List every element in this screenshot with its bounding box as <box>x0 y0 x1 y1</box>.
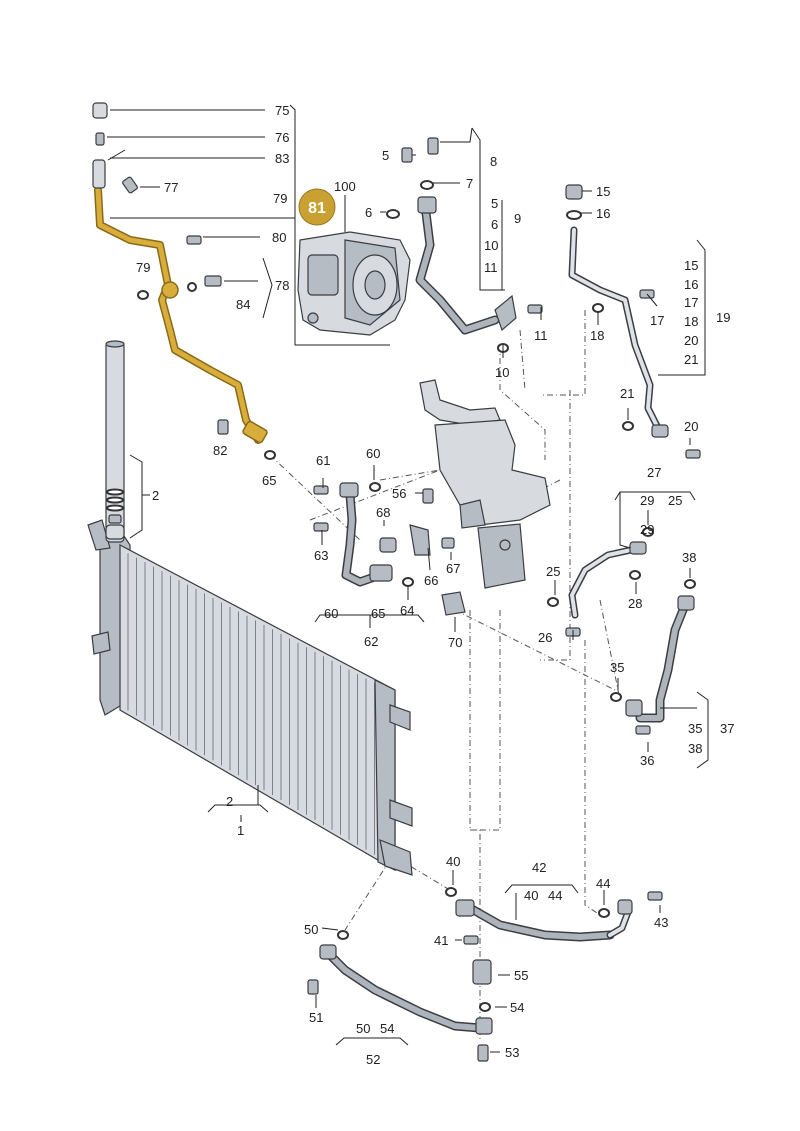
label-15: 15 <box>684 258 698 273</box>
label-6: 6 <box>491 217 498 232</box>
pipe-19 <box>565 184 701 459</box>
label-16: 16 <box>684 277 698 292</box>
label-36: 36 <box>640 753 654 768</box>
valve-block <box>419 379 551 589</box>
label-9: 9 <box>514 211 521 226</box>
assembly-lines <box>269 310 621 1040</box>
label-2: 2 <box>152 488 159 503</box>
label-16: 16 <box>596 206 610 221</box>
label-76: 76 <box>275 130 289 145</box>
receiver-drier <box>105 340 125 543</box>
label-15: 15 <box>596 184 610 199</box>
label-6: 6 <box>365 205 372 220</box>
badge-label: 81 <box>308 200 326 217</box>
label-10: 10 <box>484 238 498 253</box>
label-63: 63 <box>314 548 328 563</box>
label-25: 25 <box>546 564 560 579</box>
label-79: 79 <box>273 191 287 206</box>
label-27: 27 <box>647 465 661 480</box>
label-28: 28 <box>628 596 642 611</box>
label-17: 17 <box>684 295 698 310</box>
label-68: 68 <box>376 505 390 520</box>
label-50: 50 <box>356 1021 370 1036</box>
label-83: 83 <box>275 151 289 166</box>
condenser <box>87 519 413 876</box>
label-26: 26 <box>538 630 552 645</box>
label-65: 65 <box>262 473 276 488</box>
label-66: 66 <box>424 573 438 588</box>
label-77: 77 <box>164 180 178 195</box>
label-29: 29 <box>640 493 654 508</box>
label-43: 43 <box>654 915 668 930</box>
label-20: 20 <box>684 333 698 348</box>
label-56: 56 <box>392 486 406 501</box>
label-21: 21 <box>620 386 634 401</box>
label-38: 38 <box>688 741 702 756</box>
pipe-27 <box>547 527 654 637</box>
label-44: 44 <box>596 876 610 891</box>
label-52: 52 <box>366 1052 380 1067</box>
label-61: 61 <box>316 453 330 468</box>
label-51: 51 <box>309 1010 323 1025</box>
pipe-42 <box>445 887 663 945</box>
leader-lines <box>107 104 709 1053</box>
label-79: 79 <box>136 260 150 275</box>
label-2: 2 <box>226 794 233 809</box>
label-29: 29 <box>640 522 654 537</box>
part-labels: 75 76 83 77 79 100 80 79 78 84 82 65 5 8… <box>136 103 734 1067</box>
label-64: 64 <box>400 603 414 618</box>
label-37: 37 <box>720 721 734 736</box>
label-75: 75 <box>275 103 289 118</box>
hose-9 <box>386 137 543 353</box>
label-82: 82 <box>213 443 227 458</box>
hose-62 <box>313 482 466 616</box>
label-78: 78 <box>275 278 289 293</box>
label-5: 5 <box>491 196 498 211</box>
label-19: 19 <box>716 310 730 325</box>
label-55: 55 <box>514 968 528 983</box>
label-60: 60 <box>366 446 380 461</box>
label-62: 62 <box>364 634 378 649</box>
label-80: 80 <box>272 230 286 245</box>
label-84: 84 <box>236 297 250 312</box>
label-44: 44 <box>548 888 562 903</box>
label-60: 60 <box>324 606 338 621</box>
label-40: 40 <box>446 854 460 869</box>
label-11: 11 <box>484 260 498 275</box>
label-7: 7 <box>466 176 473 191</box>
compressor <box>297 231 411 336</box>
label-100: 100 <box>334 179 356 194</box>
label-35: 35 <box>688 721 702 736</box>
label-65: 65 <box>371 606 385 621</box>
label-21: 21 <box>684 352 698 367</box>
highlight-badge-81[interactable]: 81 <box>298 188 336 226</box>
label-70: 70 <box>448 635 462 650</box>
label-42: 42 <box>532 860 546 875</box>
label-38: 38 <box>682 550 696 565</box>
label-53: 53 <box>505 1045 519 1060</box>
label-1: 1 <box>237 823 244 838</box>
label-50: 50 <box>304 922 318 937</box>
label-8: 8 <box>490 154 497 169</box>
label-25: 25 <box>668 493 682 508</box>
valve-parts-75-76-83 <box>92 102 276 460</box>
label-35: 35 <box>610 660 624 675</box>
label-18: 18 <box>590 328 604 343</box>
label-11: 11 <box>534 328 548 343</box>
label-18: 18 <box>684 314 698 329</box>
highlighted-pipe-81 <box>94 186 268 444</box>
label-41: 41 <box>434 933 448 948</box>
label-67: 67 <box>446 561 460 576</box>
label-10: 10 <box>495 365 509 380</box>
label-17: 17 <box>650 313 664 328</box>
label-40: 40 <box>524 888 538 903</box>
label-5: 5 <box>382 148 389 163</box>
label-54: 54 <box>380 1021 394 1036</box>
label-54: 54 <box>510 1000 524 1015</box>
pipe-37 <box>610 579 696 735</box>
label-20: 20 <box>684 419 698 434</box>
hose-52 <box>307 930 493 1062</box>
